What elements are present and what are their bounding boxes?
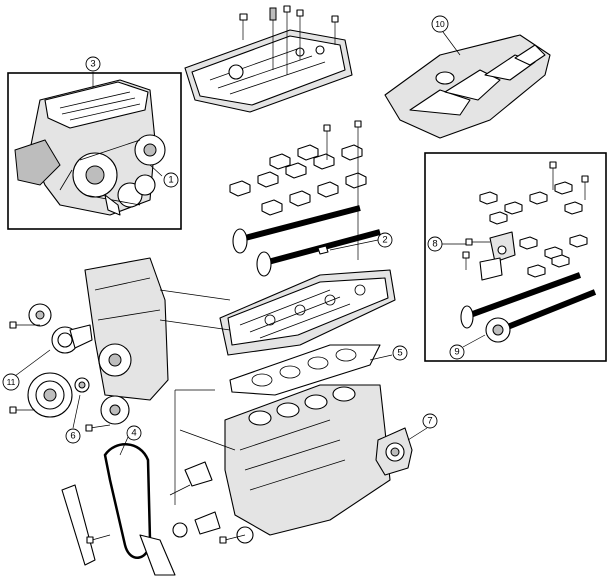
callout-9-label: 9 — [454, 347, 459, 358]
chain-tensioner — [169, 461, 221, 535]
camshafts — [232, 205, 381, 277]
callout-6: 6 — [65, 428, 81, 444]
callout-5-label: 5 — [397, 348, 402, 359]
bolts — [9, 321, 246, 544]
drive-belt-auto-tensioner — [51, 324, 93, 354]
callout-leaders — [14, 31, 486, 456]
callout-1: 1 — [163, 172, 179, 188]
callout-2: 2 — [377, 232, 393, 248]
cylinder-block — [224, 384, 391, 536]
assembled-engine — [14, 79, 166, 216]
callout-11-label: 11 — [7, 377, 16, 387]
callout-8: 8 — [427, 236, 443, 252]
front-oil-seal — [74, 377, 90, 393]
rear-oil-seal — [375, 427, 413, 476]
callout-10-label: 10 — [435, 19, 445, 29]
callout-11: 11 — [2, 373, 20, 391]
callout-7-label: 7 — [427, 416, 432, 427]
camshaft-caps — [229, 120, 367, 260]
cylinder-head — [219, 269, 396, 356]
cylinder-head-cover — [184, 5, 353, 113]
assembly-guide-lines — [159, 289, 236, 505]
crankshaft-pulley — [27, 372, 73, 418]
callout-3: 3 — [85, 56, 101, 72]
idler-pulley — [28, 303, 52, 327]
water-pump-pulley — [100, 395, 130, 425]
assembled-engine-inset-frame — [7, 72, 182, 230]
engine-front-cover — [84, 257, 169, 401]
variant-camshaft-assembly — [460, 161, 597, 343]
callout-4-label: 4 — [131, 428, 136, 439]
callout-6-label: 6 — [70, 431, 75, 442]
callout-3-label: 3 — [90, 59, 95, 70]
callout-2-label: 2 — [382, 235, 387, 246]
timing-chain — [61, 443, 254, 576]
callout-4: 4 — [126, 425, 142, 441]
callout-5: 5 — [392, 345, 408, 361]
camshaft-variant-inset-frame — [424, 152, 607, 362]
engine-cover — [384, 34, 551, 139]
callout-7: 7 — [422, 413, 438, 429]
callout-1-label: 1 — [168, 175, 173, 186]
callout-9: 9 — [449, 344, 465, 360]
cylinder-head-gasket — [229, 344, 381, 396]
callout-10: 10 — [431, 15, 449, 33]
callout-8-label: 8 — [432, 239, 437, 250]
